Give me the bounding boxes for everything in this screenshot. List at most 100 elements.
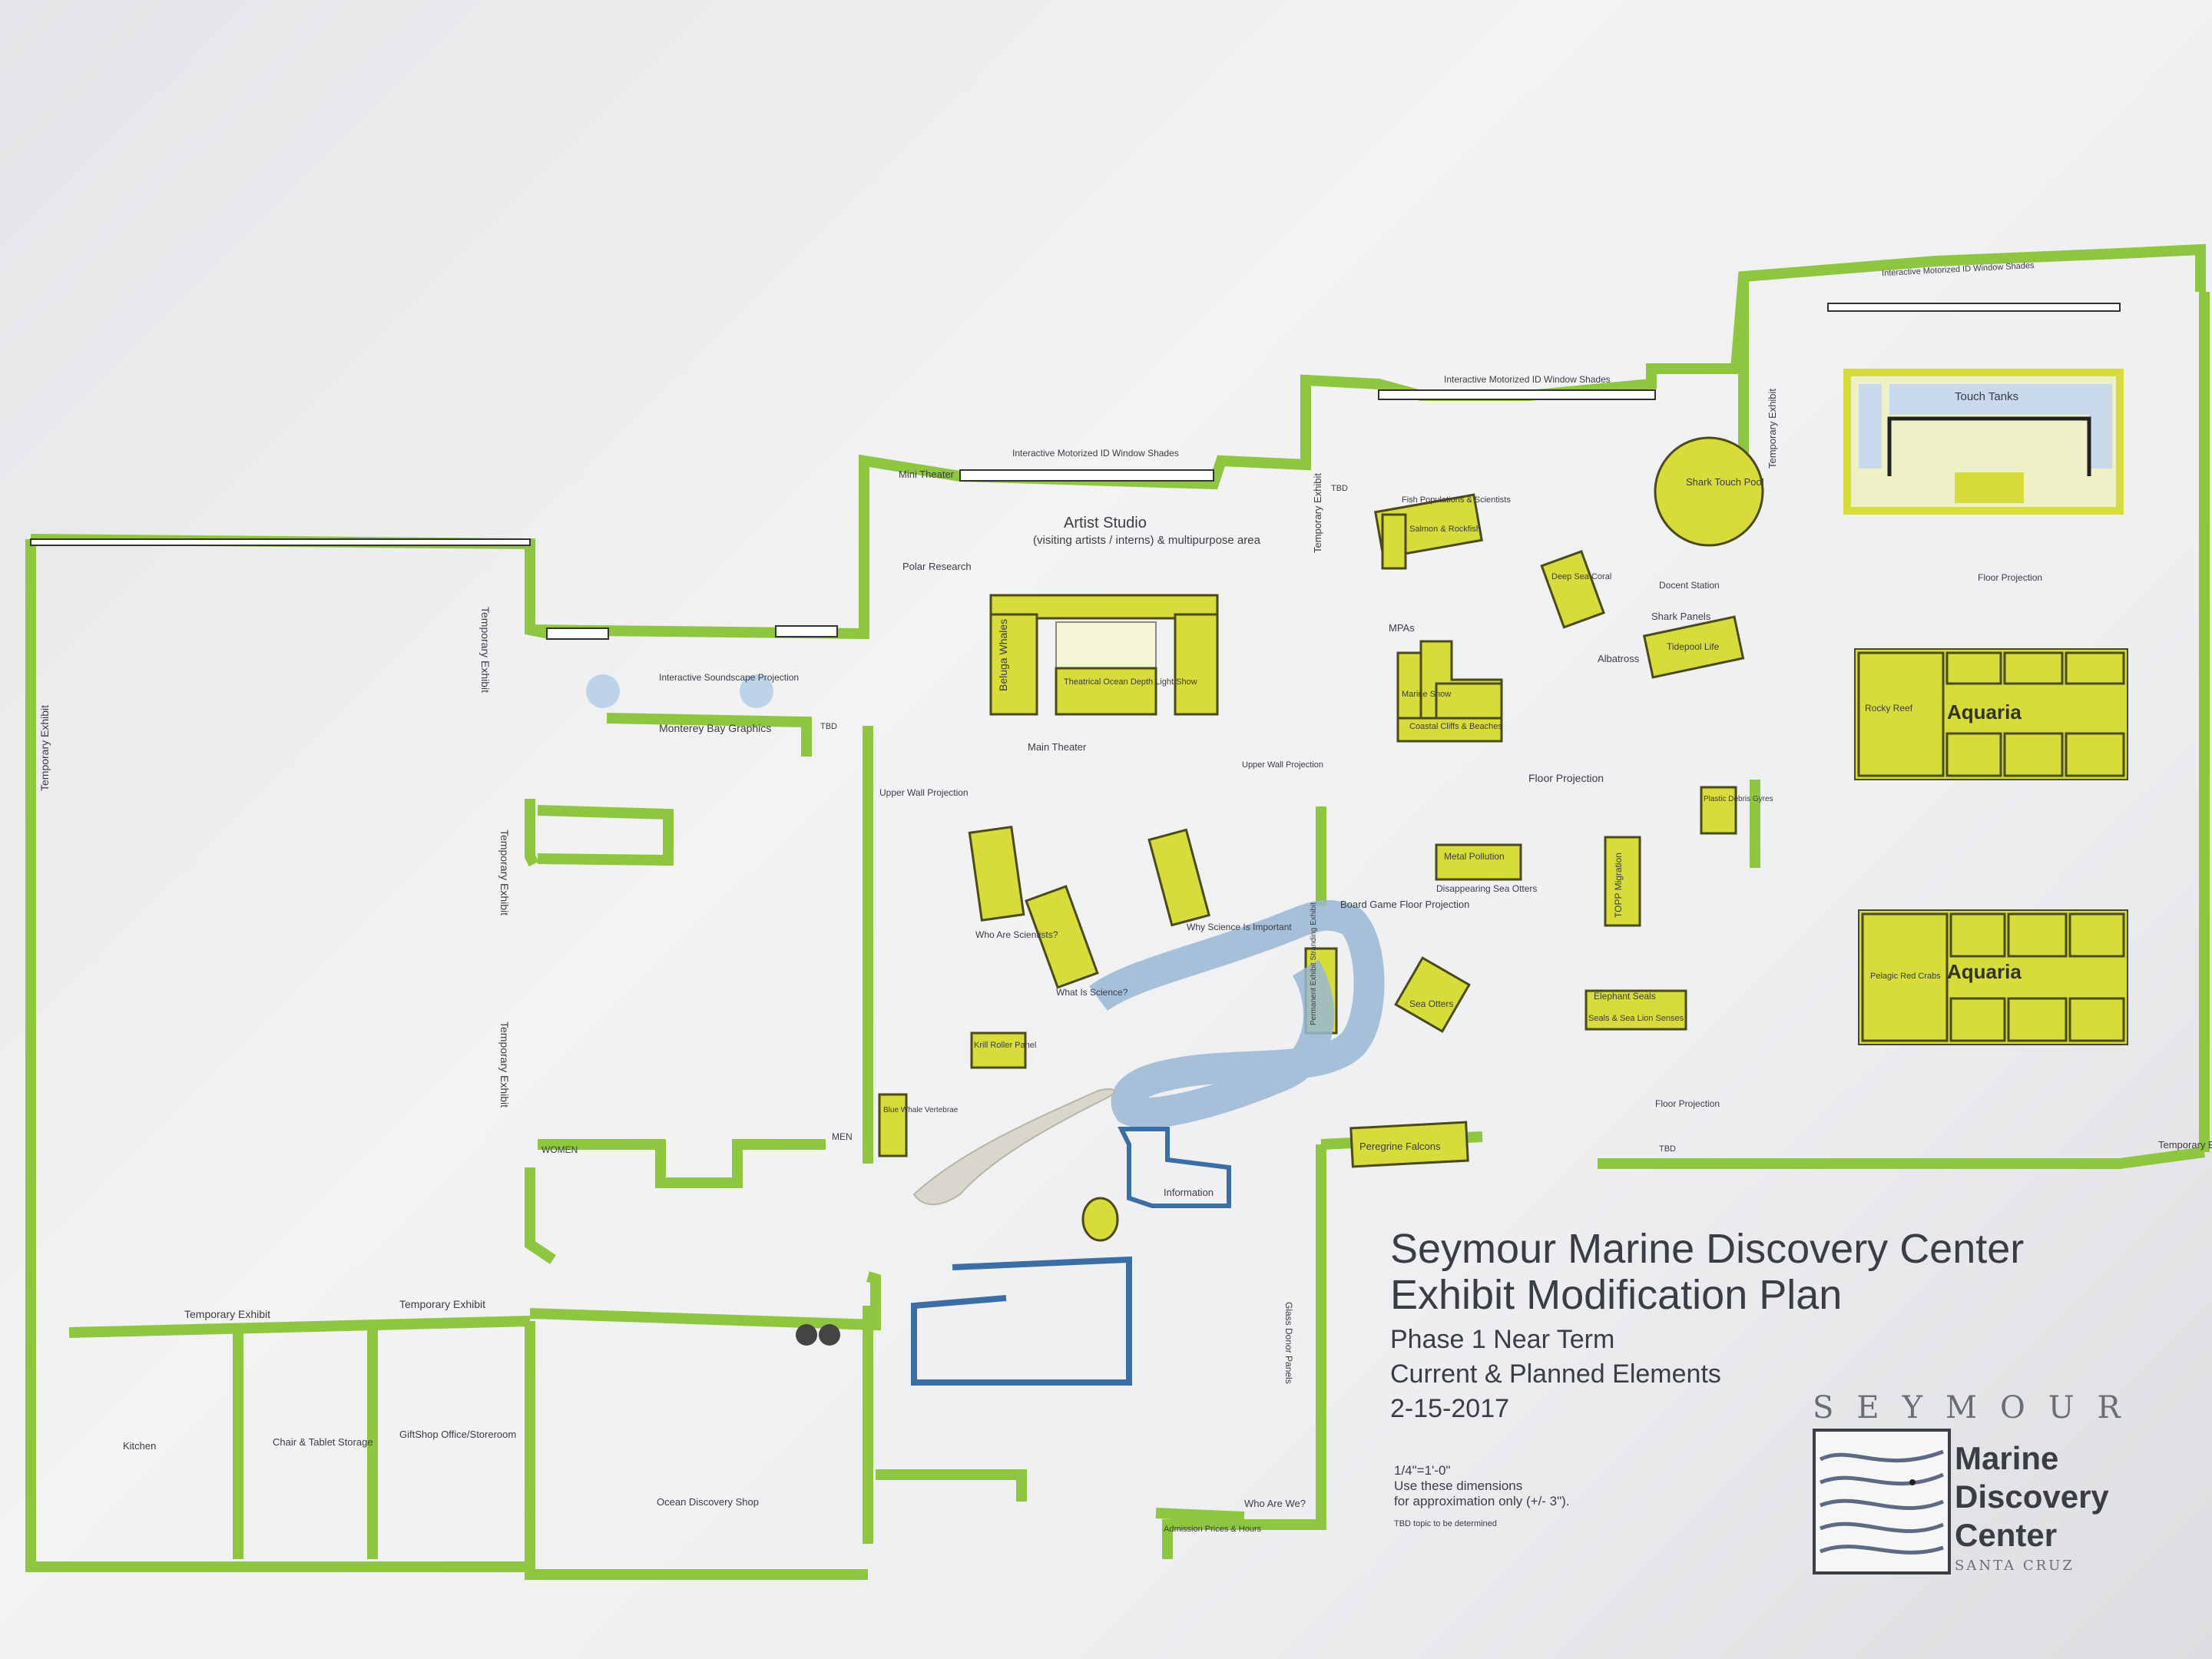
gift-counter	[911, 1256, 1132, 1386]
aquaria-north	[1854, 648, 2128, 780]
temp-exhibit-7: Temporary Exhibit	[1767, 388, 1778, 469]
wall-room2	[537, 805, 674, 866]
exhibit-plastic: Plastic Debris Gyres	[1704, 795, 1773, 803]
information-label: Information	[1164, 1187, 1214, 1198]
wall-admission	[1155, 1508, 1245, 1522]
title-line-1: Seymour Marine Discovery Center	[1390, 1226, 2025, 1272]
tbd-1: TBD	[820, 722, 837, 731]
shark-pool-label: Shark Touch Pool	[1686, 476, 1764, 488]
information-desk	[1118, 1127, 1231, 1208]
soundscape-left	[586, 674, 620, 708]
artist-studio: Artist Studio	[1064, 515, 1147, 531]
ocean-shop-label: Ocean Discovery Shop	[657, 1496, 759, 1508]
exhibit-pelagic: Pelagic Red Crabs	[1870, 972, 1941, 981]
tbd-2: TBD	[1331, 484, 1348, 493]
temp-exhibit-8: Temporary Exhibit	[2158, 1139, 2212, 1151]
mini-theater: Mini Theater	[899, 469, 955, 480]
tbd-note: TBD topic to be determined	[1394, 1519, 1497, 1528]
exhibit-elephant: Elephant Seals	[1594, 991, 1656, 1002]
whale-silhouette	[912, 1088, 1115, 1206]
exhibit-rocky-reef: Rocky Reef	[1865, 703, 1913, 714]
floor-projection-2: Floor Projection	[1978, 572, 2043, 583]
touch-tanks	[1843, 369, 2124, 515]
exhibit-what-science: What Is Science?	[1056, 987, 1128, 998]
shades-2: Interactive Motorized ID Window Shades	[1444, 374, 1611, 385]
temp-exhibit-2: Temporary Exhibit	[498, 830, 511, 916]
monterey-bay: Monterey Bay Graphics	[659, 722, 772, 734]
wall-mid	[525, 799, 539, 867]
theater-exhibits	[878, 594, 1219, 1157]
exhibit-marine-snow: Marine Snow	[1402, 690, 1452, 699]
wall-south-east	[1598, 1147, 2205, 1169]
soundscape-right	[740, 674, 773, 708]
title-date: 2-15-2017	[1390, 1394, 1510, 1423]
exhibit-topp: TOPP Migration	[1613, 853, 1624, 918]
men-label: MEN	[832, 1131, 853, 1142]
wall-temp-east	[525, 1167, 556, 1264]
admission-label: Admission Prices & Hours	[1164, 1525, 1262, 1534]
aquaria-south	[1858, 909, 2128, 1045]
artist-studio-sub: (visiting artists / interns) & multipurp…	[1033, 534, 1260, 547]
wall-south-rooms	[68, 1316, 531, 1338]
upper-wall-2: Upper Wall Projection	[1242, 760, 1323, 770]
exhibit-why-science: Why Science Is Important	[1187, 922, 1292, 932]
touch-tanks-label: Touch Tanks	[1955, 390, 2019, 403]
tbd-3: TBD	[1659, 1144, 1676, 1154]
bench-b	[819, 1324, 840, 1346]
exhibit-who-scientists: Who Are Scientists?	[975, 929, 1058, 940]
giftshop-office-label: GiftShop Office/Storeroom	[399, 1429, 517, 1440]
wall-giftshop-north	[529, 1271, 881, 1331]
docent-station: Docent Station	[1659, 580, 1720, 591]
title-line-2: Exhibit Modification Plan	[1390, 1272, 1843, 1318]
floor-projection-1: Floor Projection	[1528, 772, 1604, 784]
wall-stock	[876, 1469, 1027, 1502]
soundscape-label: Interactive Soundscape Projection	[659, 672, 800, 683]
exhibit-fish-pop: Fish Populations & Scientists	[1402, 495, 1511, 505]
temp-exhibit-1: Temporary Exhibit	[479, 607, 492, 694]
exhibit-mpas: MPAs	[1389, 622, 1415, 634]
logo-top-word: SEYMOUR	[1813, 1390, 2144, 1426]
exhibit-theatrical: Theatrical Ocean Depth Light Show	[1064, 677, 1197, 687]
glass-donor: Glass Donor Panels	[1283, 1302, 1294, 1384]
exhibit-deep-sea: Deep Sea Coral	[1551, 572, 1612, 581]
peregrine-label: Peregrine Falcons	[1359, 1141, 1441, 1152]
temp-exhibit-3: Temporary Exhibit	[498, 1022, 511, 1108]
logo-bottom: SANTA CRUZ	[1955, 1558, 2075, 1574]
exhibit-sea-otters: Sea Otters	[1409, 998, 1454, 1009]
exhibit-salmon: Salmon & Rockfish	[1409, 525, 1481, 534]
exhibit-blue-whale: Blue Whale Vertebrae	[883, 1106, 959, 1114]
logo-line-1: Marine	[1955, 1440, 2059, 1476]
upper-wall-1: Upper Wall Projection	[879, 787, 969, 798]
exhibit-shark-panels: Shark Panels	[1651, 611, 1711, 622]
scale-label: 1/4"=1'-0"	[1394, 1463, 1451, 1478]
exhibit-permanent: Permanent Exhibit Stranding Exhibit	[1310, 902, 1318, 1025]
logo-line-2: Discovery	[1955, 1479, 2109, 1515]
shark-touch-pool	[1654, 436, 1764, 547]
aquaria-1: Aquaria	[1947, 700, 2022, 724]
logo-wave-icon	[1813, 1429, 1951, 1575]
wall-restroom	[538, 1139, 826, 1188]
temp-exhibit-west: Temporary Exhibit	[38, 704, 51, 791]
board-game-path	[1089, 899, 1385, 1128]
seymour-logo: SEYMOUR Marine Discovery Center SANTA CR…	[1813, 1390, 2174, 1575]
wall-north-west	[30, 534, 551, 639]
temp-exhibit-5: Temporary Exhibit	[399, 1298, 486, 1310]
polar-research: Polar Research	[902, 561, 972, 572]
aquaria-2: Aquaria	[1947, 960, 2022, 983]
exhibit-seals: Seals & Sea Lion Senses	[1588, 1014, 1684, 1023]
albatross-label: Albatross	[1598, 653, 1640, 664]
window-shades	[30, 303, 2121, 640]
title-line-3: Phase 1 Near Term	[1390, 1325, 1615, 1354]
temp-exhibit-4: Temporary Exhibit	[184, 1308, 271, 1320]
exhibit-metal: Metal Pollution	[1444, 851, 1505, 862]
women-label: WOMEN	[541, 1144, 578, 1155]
temp-exhibit-6: Temporary Exhibit	[1312, 472, 1323, 553]
exhibit-coastal: Coastal Cliffs & Beaches	[1409, 722, 1502, 731]
central-exhibits	[1081, 493, 1745, 1242]
wall-entry-east	[1162, 1144, 1326, 1559]
exhibit-otters: Disappearing Sea Otters	[1436, 883, 1538, 894]
title-line-4: Current & Planned Elements	[1390, 1359, 1721, 1389]
main-theater: Main Theater	[1028, 741, 1087, 753]
